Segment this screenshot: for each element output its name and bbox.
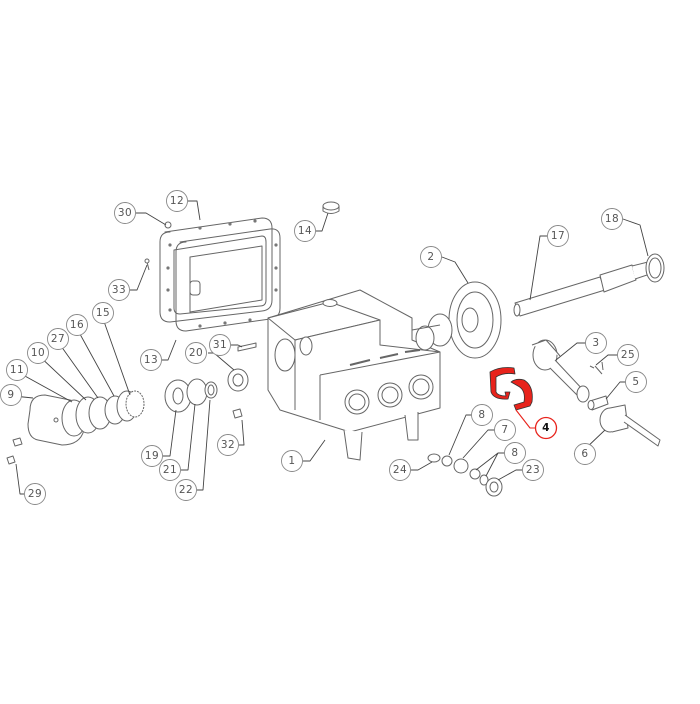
callout-11[interactable]: 11 xyxy=(9,364,25,376)
callout-22[interactable]: 22 xyxy=(178,484,194,496)
callout-8[interactable]: 8 xyxy=(511,447,519,459)
callout-5[interactable]: 5 xyxy=(632,376,640,388)
connecting-rod-part xyxy=(531,339,604,403)
crosshead-part xyxy=(587,395,661,447)
callout-23[interactable]: 23 xyxy=(525,464,541,476)
callout-8[interactable]: 8 xyxy=(478,409,486,421)
callout-21[interactable]: 21 xyxy=(162,464,178,476)
callout-7[interactable]: 7 xyxy=(501,424,509,436)
callout-9[interactable]: 9 xyxy=(7,389,15,401)
callout-20[interactable]: 20 xyxy=(188,347,204,359)
callout-1[interactable]: 1 xyxy=(288,455,296,467)
callout-17[interactable]: 17 xyxy=(550,230,566,242)
seal-stack-part xyxy=(427,453,503,497)
callout-3[interactable]: 3 xyxy=(592,337,600,349)
callout-30[interactable]: 30 xyxy=(117,207,133,219)
bearing-shells-highlighted xyxy=(489,367,533,411)
callout-19[interactable]: 19 xyxy=(144,450,160,462)
fasteners-part xyxy=(144,221,595,369)
filler-cap-part xyxy=(322,201,340,214)
callout-31[interactable]: 31 xyxy=(212,339,228,351)
callout-29[interactable]: 29 xyxy=(27,488,43,500)
end-cover-assembly-part xyxy=(6,390,145,465)
callout-18[interactable]: 18 xyxy=(604,213,620,225)
callout-6[interactable]: 6 xyxy=(581,448,589,460)
side-flange-assembly-part xyxy=(164,342,257,419)
crankshaft-part xyxy=(411,281,502,359)
callout-15[interactable]: 15 xyxy=(95,307,111,319)
callout-25[interactable]: 25 xyxy=(620,349,636,361)
shaft-part xyxy=(513,253,665,317)
callout-4[interactable]: 4 xyxy=(542,422,550,434)
highlight-leader-line xyxy=(515,409,535,429)
callout-circles xyxy=(0,190,647,505)
callout-circle-highlighted xyxy=(534,416,558,440)
callout-32[interactable]: 32 xyxy=(220,439,236,451)
callout-13[interactable]: 13 xyxy=(143,354,159,366)
callout-2[interactable]: 2 xyxy=(427,251,435,263)
crankcase-part xyxy=(267,289,441,461)
callout-14[interactable]: 14 xyxy=(297,225,313,237)
callout-10[interactable]: 10 xyxy=(30,347,46,359)
inspection-cover-part xyxy=(159,217,281,332)
callout-24[interactable]: 24 xyxy=(392,464,408,476)
callout-27[interactable]: 27 xyxy=(50,333,66,345)
callout-16[interactable]: 16 xyxy=(69,319,85,331)
callout-33[interactable]: 33 xyxy=(111,284,127,296)
callout-12[interactable]: 12 xyxy=(169,195,185,207)
